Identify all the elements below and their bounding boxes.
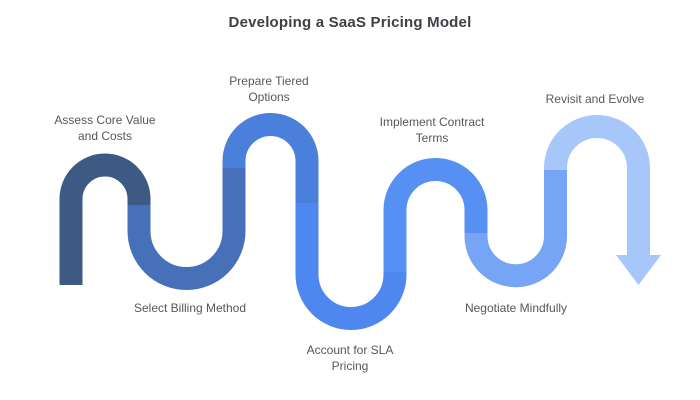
flow-segment-5	[383, 158, 488, 272]
step-label-prepare-tiered-options: Prepare Tiered Options	[229, 74, 309, 104]
flow-segment-3	[222, 113, 319, 203]
step-label-account-for-sla-pricing: Account for SLA Pricing	[306, 343, 394, 373]
flow-segment-2	[127, 168, 246, 290]
step-label-implement-contract-terms: Implement Contract Terms	[379, 115, 485, 145]
flow-segment-6	[464, 170, 567, 288]
diagram-title: Developing a SaaS Pricing Model	[228, 14, 472, 31]
arrow-down-icon	[616, 255, 661, 285]
flow-segment-4	[295, 203, 407, 330]
flow-segment-7	[544, 115, 650, 258]
step-label-negotiate-mindfully: Negotiate Mindfully	[464, 301, 568, 315]
step-label-assess-core-value: Assess Core Value and Costs	[54, 113, 156, 143]
flow-segment-1	[59, 153, 151, 285]
step-label-revisit-and-evolve: Revisit and Evolve	[545, 92, 645, 106]
step-label-select-billing-method: Select Billing Method	[133, 301, 247, 315]
